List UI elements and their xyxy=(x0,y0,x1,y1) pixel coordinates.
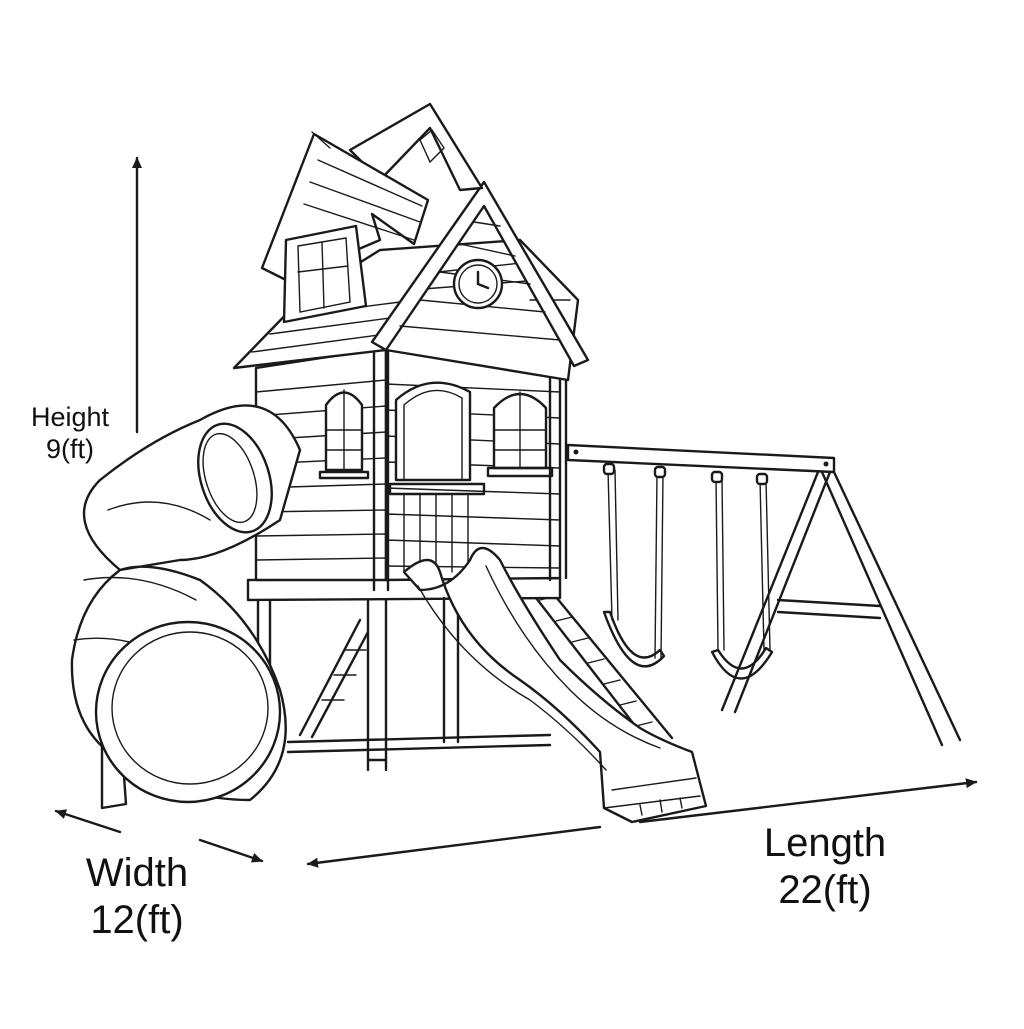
width-arrow xyxy=(54,809,264,863)
tube-slide xyxy=(70,404,302,810)
width-dimension-label: Width 12(ft) xyxy=(62,850,212,944)
swing-right xyxy=(710,470,774,680)
length-value-text: 22(ft) xyxy=(778,868,872,913)
width-label-text: Width xyxy=(85,851,189,895)
roof xyxy=(232,102,590,382)
wave-slide xyxy=(402,546,708,824)
length-arrow xyxy=(306,778,978,868)
swing-frame xyxy=(566,443,962,747)
width-value-text: 12(ft) xyxy=(90,898,184,943)
swing-left xyxy=(602,462,667,668)
height-label-text: Height xyxy=(30,402,110,432)
length-dimension-label: Length 22(ft) xyxy=(735,820,915,914)
height-value-text: 9(ft) xyxy=(45,433,94,464)
length-label-text: Length xyxy=(763,821,887,865)
height-dimension-label: Height 9(ft) xyxy=(10,402,130,466)
playhouse xyxy=(254,344,568,592)
